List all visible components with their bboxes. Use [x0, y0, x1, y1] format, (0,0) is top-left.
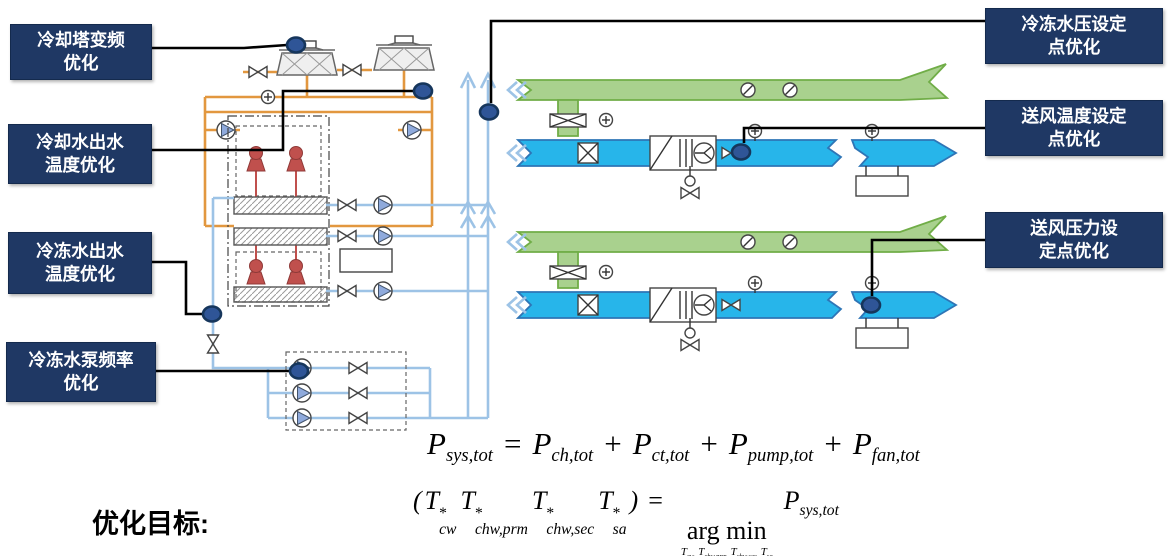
- compressor-icon: [286, 146, 306, 172]
- ahu-bottom: [508, 216, 956, 351]
- label-supply-air-pressure-setpoint-optimization: 送风压力设 定点优化: [985, 212, 1163, 268]
- connector-dot: [285, 36, 307, 54]
- connector-dot: [860, 296, 882, 314]
- valve-icon: [337, 229, 357, 243]
- condenser-pump-icon: [216, 120, 236, 140]
- secondary-pump-icon: [292, 383, 312, 403]
- chilled-water-loop: [206, 195, 488, 431]
- connector-dot: [201, 305, 223, 323]
- label-cooling-tower-vfd-optimization: 冷却塔变频 优化: [10, 24, 152, 80]
- connector-dot: [288, 362, 310, 380]
- objective-label: 优化目标:: [92, 509, 209, 539]
- sensor-icon: [260, 89, 276, 105]
- compressor-icon: [286, 259, 306, 285]
- valve-icon: [342, 63, 362, 77]
- label-supply-air-temp-setpoint-optimization: 送风温度设定 点优化: [985, 100, 1163, 156]
- compressor-icon: [246, 259, 266, 285]
- label-chw-pump-frequency-optimization: 冷冻水泵频率 优化: [6, 342, 156, 402]
- primary-pump-icon: [373, 195, 393, 215]
- chillers: [227, 115, 393, 307]
- valve-icon: [348, 411, 368, 425]
- connector-dot: [412, 82, 434, 100]
- valve-icon: [248, 65, 268, 79]
- label-chilled-water-outlet-temp-optimization: 冷冻水出水 温度优化: [8, 232, 152, 294]
- power-sum-formula: Psys,tot=Pch,tot+Pct,tot+Ppump,tot+Pfan,…: [427, 426, 920, 467]
- tank-icon: [339, 248, 393, 273]
- connector-dot: [730, 143, 752, 161]
- condenser-pump-icon: [402, 120, 422, 140]
- condenser-water-loop: [203, 63, 434, 228]
- valve-icon: [348, 386, 368, 400]
- secondary-pump-icon: [292, 408, 312, 428]
- ahu-top: [508, 64, 956, 199]
- chilled-water-risers: [459, 71, 497, 418]
- valve-icon: [337, 198, 357, 212]
- valve-icon: [206, 334, 220, 354]
- valve-icon: [337, 284, 357, 298]
- cooling-tower-icon: [373, 35, 435, 71]
- annotation-connectors: [150, 19, 985, 380]
- label-cooling-water-outlet-temp-optimization: 冷却水出水 温度优化: [8, 124, 152, 184]
- valve-icon: [348, 361, 368, 375]
- connector-dot: [478, 103, 500, 121]
- primary-pump-icon: [373, 226, 393, 246]
- primary-pump-icon: [373, 281, 393, 301]
- label-chw-pressure-setpoint-optimization: 冷冻水压设定 点优化: [985, 8, 1163, 64]
